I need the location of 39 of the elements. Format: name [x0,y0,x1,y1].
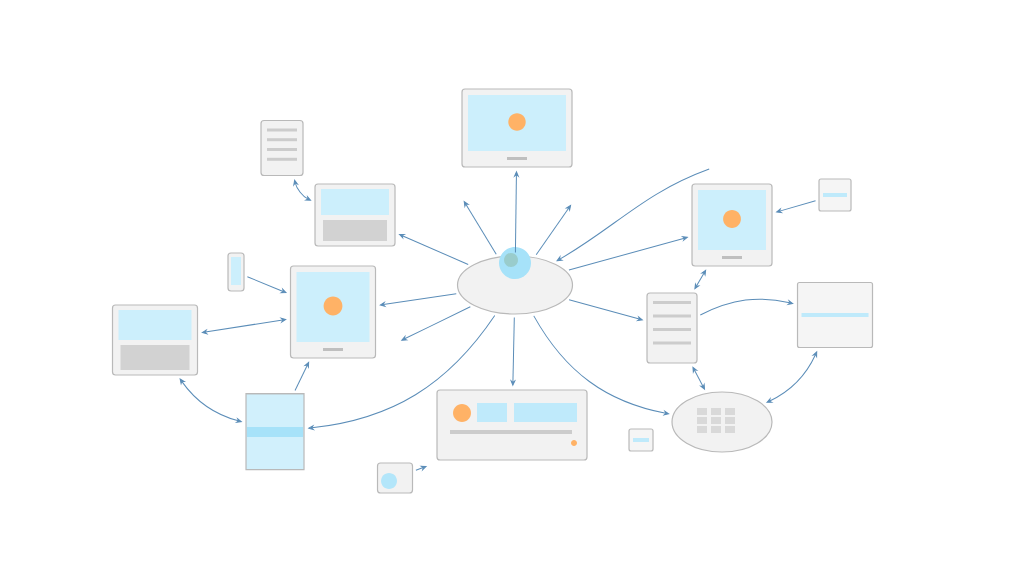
arrow [294,361,310,392]
hub-drawing [456,247,574,315]
monitor-drawing [461,88,573,168]
arrow [556,168,710,262]
database-drawing [245,393,305,471]
arrow [293,179,312,201]
arrow [415,465,427,471]
server-drawing [646,292,698,364]
arrow [510,317,516,386]
arrow [533,315,670,416]
arrow [766,351,818,403]
arrow [514,171,519,253]
computer-drawing [691,183,773,267]
arrow [568,299,643,321]
phone-drawing [227,252,245,292]
arrow [692,366,705,390]
arrow [694,269,707,290]
arrow [246,276,287,294]
arrow [379,293,457,307]
arrow [308,315,496,431]
storage-drawing [671,391,773,453]
arrow [699,298,794,316]
server-drawing [260,119,304,177]
arrow [535,205,572,256]
monitor-drawing [289,265,377,359]
arrow [179,378,242,423]
device-drawing [818,178,852,212]
laptop-drawing [314,183,396,247]
device-drawing [796,281,874,349]
arrow [201,317,287,335]
arrow [463,201,497,255]
cube-drawing [628,428,654,452]
arrow [399,233,469,265]
tablet-drawing [436,389,588,461]
arrow [568,236,688,271]
speaker-drawing [376,462,414,494]
laptop-drawing [111,304,199,376]
arrow [401,306,471,341]
arrow [776,200,817,214]
